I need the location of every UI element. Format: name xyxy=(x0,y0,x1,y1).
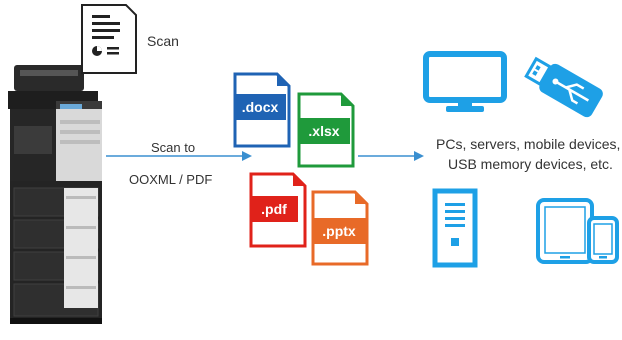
xlsx-label: .xlsx xyxy=(298,118,350,144)
destinations-label-line1: PCs, servers, mobile devices, xyxy=(436,136,621,152)
usb-drive-icon xyxy=(524,56,603,118)
pptx-label: .pptx xyxy=(312,218,366,244)
mfp-printer-icon xyxy=(8,65,102,324)
monitor-icon xyxy=(423,51,507,112)
pdf-file-icon: .pdf xyxy=(248,172,308,248)
scan-label: Scan xyxy=(147,33,179,49)
scan-to-label-line2: OOXML / PDF xyxy=(129,172,213,187)
output-flow-arrow xyxy=(358,151,424,161)
pptx-file-icon: .pptx xyxy=(310,190,370,266)
docx-label: .docx xyxy=(234,94,286,120)
scan-to-label-line1: Scan to xyxy=(151,140,196,155)
docx-file-icon: .docx xyxy=(232,72,292,148)
scanned-document-icon xyxy=(81,4,137,74)
destinations-label-line2: USB memory devices, etc. xyxy=(448,156,613,172)
scan-flow-arrow xyxy=(106,151,252,161)
pdf-label: .pdf xyxy=(250,196,298,222)
tablet-phone-icon xyxy=(536,198,619,264)
server-tower-icon xyxy=(432,188,478,268)
xlsx-file-icon: .xlsx xyxy=(296,92,356,168)
